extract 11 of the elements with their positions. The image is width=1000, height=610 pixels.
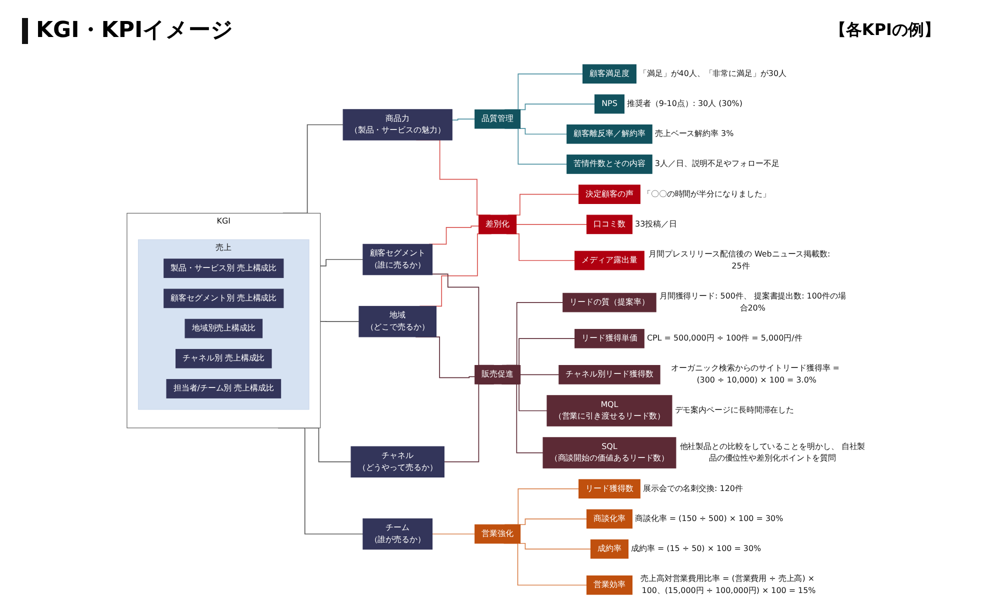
note-heading: 【各KPIの例】 — [830, 20, 940, 41]
connector — [516, 224, 588, 225]
connector — [520, 374, 560, 376]
connector — [518, 128, 568, 135]
connector — [518, 518, 588, 526]
connector — [518, 104, 596, 110]
connector — [320, 259, 364, 266]
connector — [320, 321, 360, 322]
diagram-title: KGI・KPIイメージ — [22, 18, 234, 44]
connector — [452, 118, 476, 120]
connector — [518, 542, 592, 550]
